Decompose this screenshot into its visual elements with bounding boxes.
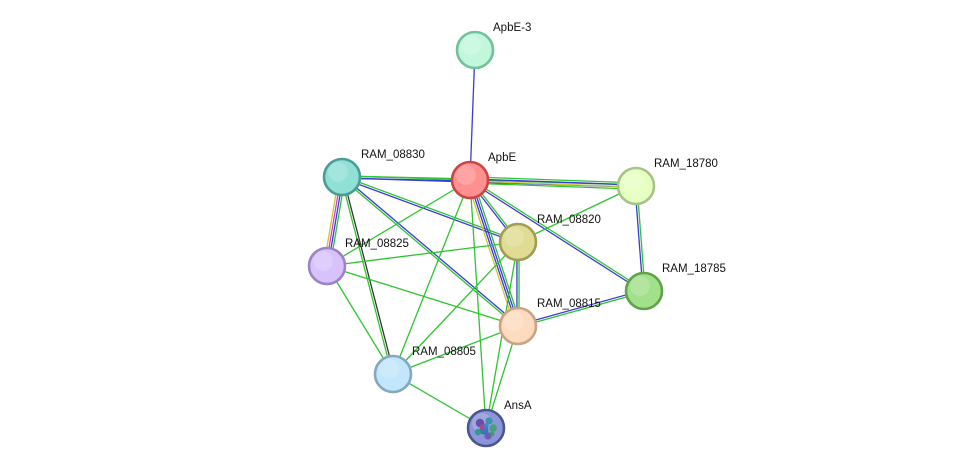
nodes-layer: [307, 30, 664, 448]
node-circle: [624, 271, 664, 311]
edge-apbe-ram-18780[interactable]: [469, 176, 637, 190]
node-label-ram-08820: RAM_08820: [537, 214, 601, 226]
edge-apbe-ram-08815[interactable]: [466, 178, 522, 328]
edge-ram-08815-ram-08805[interactable]: [392, 325, 519, 375]
edge-evidence-line: [469, 180, 636, 188]
node-label-apbe-3: ApbE-3: [493, 22, 531, 34]
edge-evidence-line: [326, 241, 519, 267]
node-highlight: [622, 171, 642, 191]
node-highlight: [504, 227, 524, 247]
edge-ram-18785-ram-08815[interactable]: [517, 289, 645, 328]
node-highlight: [313, 251, 333, 271]
node-highlight: [504, 311, 524, 331]
edge-evidence-line: [470, 178, 637, 186]
node-circle: [322, 157, 362, 197]
node-highlight: [630, 276, 650, 296]
edge-evidence-line: [340, 177, 393, 375]
node-apbe[interactable]: [450, 160, 490, 200]
node-label-ram-18780: RAM_18780: [654, 158, 718, 170]
edge-evidence-line: [470, 178, 645, 291]
edge-evidence-line: [470, 179, 520, 326]
node-label-ansa: AnsA: [504, 400, 532, 412]
node-apbe-3[interactable]: [455, 30, 495, 70]
edge-evidence-line: [518, 291, 645, 328]
edge-evidence-line: [517, 289, 644, 326]
edge-evidence-line: [342, 175, 519, 242]
edge-ram-08830-ram-08805[interactable]: [340, 176, 395, 375]
node-ram-08805[interactable]: [373, 354, 413, 394]
edge-evidence-line: [472, 178, 522, 326]
node-circle: [455, 30, 495, 70]
edge-evidence-line: [340, 177, 518, 328]
node-ram-18785[interactable]: [624, 271, 664, 311]
edge-evidence-line: [342, 175, 520, 326]
edge-ram-08820-ram-08825[interactable]: [326, 241, 519, 267]
edge-ram-08825-ram-08815[interactable]: [326, 265, 519, 327]
protein-structure-icon: [474, 417, 497, 440]
node-highlight: [379, 359, 399, 379]
protein-structure-blob: [474, 428, 482, 436]
node-ram-08815[interactable]: [498, 306, 538, 346]
edge-ram-08825-ram-08805[interactable]: [326, 265, 394, 375]
protein-structure-blob: [485, 417, 493, 425]
edge-ram-08820-ram-08805[interactable]: [392, 241, 519, 375]
edge-evidence-line: [469, 180, 644, 293]
edge-ram-08830-ram-08815[interactable]: [340, 175, 520, 328]
node-ansa[interactable]: [466, 408, 506, 448]
node-circle: [498, 306, 538, 346]
edge-evidence-line: [470, 176, 637, 184]
node-label-ram-08805: RAM_08805: [412, 346, 476, 358]
node-highlight: [456, 165, 476, 185]
node-label-ram-08825: RAM_08825: [345, 238, 409, 250]
node-circle: [450, 160, 490, 200]
edge-apbe-ansa[interactable]: [469, 179, 487, 429]
edge-evidence-line: [469, 179, 487, 429]
edge-evidence-line: [392, 179, 471, 375]
node-label-apbe: ApbE: [488, 152, 516, 164]
node-circle: [307, 246, 347, 286]
edge-evidence-line: [469, 182, 636, 190]
node-label-ram-18785: RAM_18785: [662, 263, 726, 275]
edge-apbe-ram-08805[interactable]: [392, 179, 471, 375]
node-circle: [616, 166, 656, 206]
edge-evidence-line: [392, 241, 519, 375]
node-ram-08820[interactable]: [498, 222, 538, 262]
edge-ram-18780-ram-08820[interactable]: [517, 185, 637, 243]
protein-structure-blob: [489, 424, 497, 432]
node-circle: [498, 222, 538, 262]
node-label-ram-08815: RAM_08815: [537, 298, 601, 310]
edge-evidence-line: [326, 179, 471, 267]
node-ram-08825[interactable]: [307, 246, 347, 286]
edge-apbe-ram-08825[interactable]: [326, 179, 471, 267]
protein-structure-blob: [489, 431, 495, 437]
edge-evidence-line: [468, 180, 518, 327]
node-ram-18780[interactable]: [616, 166, 656, 206]
node-circle: [373, 354, 413, 394]
edge-evidence-line: [392, 325, 519, 375]
edges-layer: [323, 49, 646, 429]
edge-evidence-line: [326, 265, 394, 375]
edge-apbe-ram-18785[interactable]: [469, 178, 645, 293]
node-ram-08830[interactable]: [322, 157, 362, 197]
edge-evidence-line: [469, 49, 476, 181]
edge-evidence-line: [342, 176, 395, 374]
edge-apbe-3-apbe[interactable]: [469, 49, 476, 181]
edge-evidence-line: [517, 185, 637, 243]
node-label-ram-08830: RAM_08830: [361, 149, 425, 161]
edge-evidence-line: [326, 265, 519, 327]
protein-structure-blob: [483, 423, 489, 429]
node-highlight: [328, 162, 348, 182]
node-highlight: [461, 35, 481, 55]
